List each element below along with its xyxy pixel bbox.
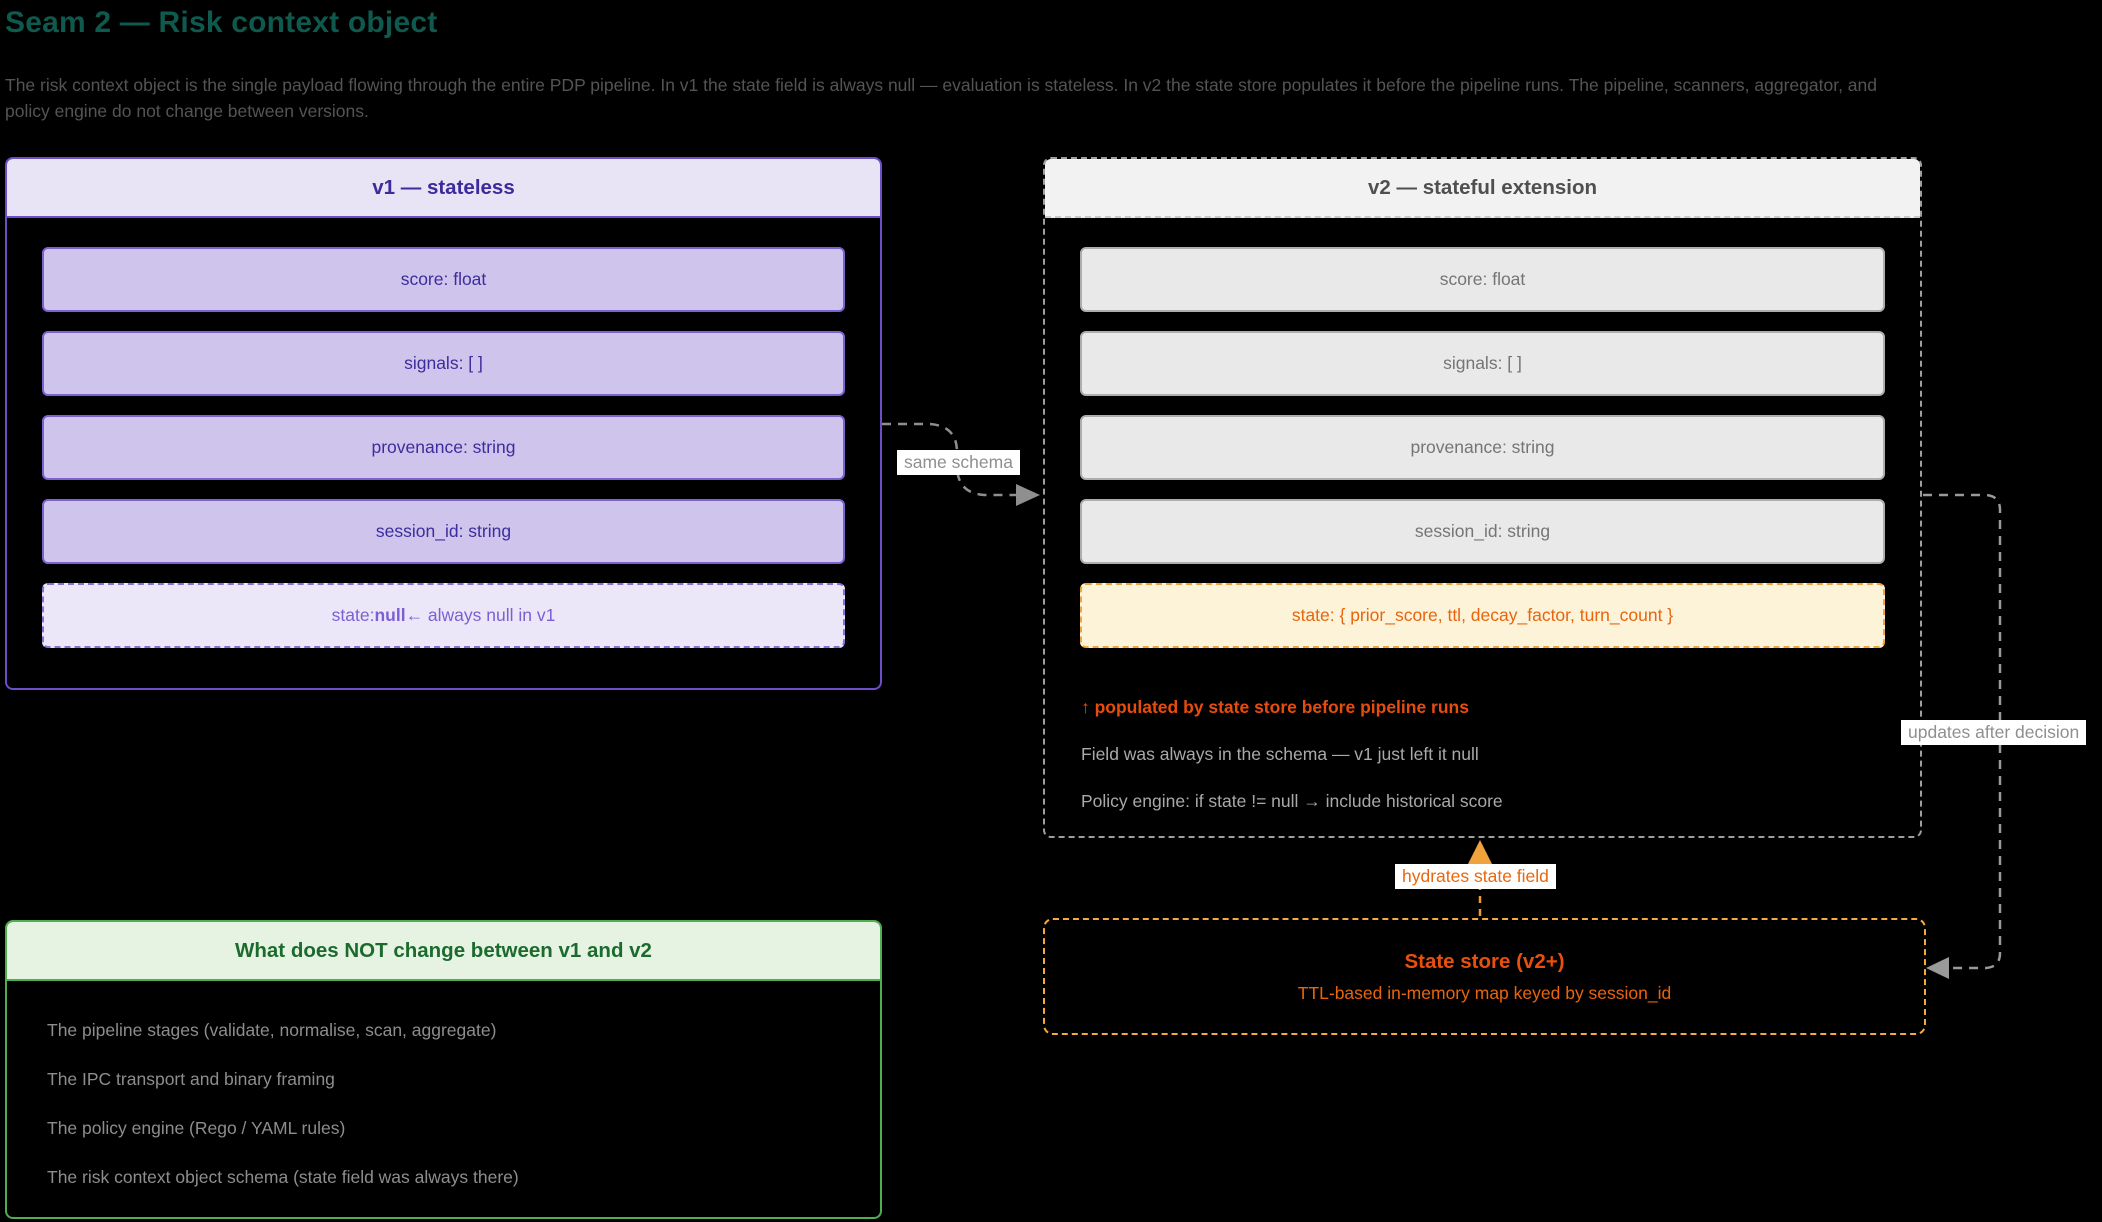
page-title: Seam 2 — Risk context object: [5, 6, 438, 39]
v1-state-prefix: state:: [331, 605, 375, 625]
state-store-title: State store (v2+): [1404, 949, 1565, 973]
v2-field-session-id: session_id: string: [1080, 499, 1885, 564]
v2-panel-title: v2 — stateful extension: [1368, 175, 1597, 199]
v2-note-schema: Field was always in the schema — v1 just…: [1081, 744, 1479, 764]
v1-panel-header: v1 — stateless: [7, 159, 880, 218]
unchanged-panel: What does NOT change between v1 and v2 T…: [5, 920, 882, 1219]
v2-field-provenance: provenance: string: [1080, 415, 1885, 480]
v1-field-provenance: provenance: string: [42, 415, 845, 480]
v1-state-note: ← always null in v1: [405, 605, 556, 625]
unchanged-item-list: The pipeline stages (validate, normalise…: [7, 981, 880, 1188]
v1-field-signals: signals: [ ]: [42, 331, 845, 396]
unchanged-panel-header: What does NOT change between v1 and v2: [7, 922, 880, 981]
v2-panel: v2 — stateful extension score: float sig…: [1043, 157, 1922, 838]
v1-field-session-id: session_id: string: [42, 499, 845, 564]
v1-field-state: state: null ← always null in v1: [42, 583, 845, 648]
state-store-panel: State store (v2+) TTL-based in-memory ma…: [1043, 918, 1926, 1035]
unchanged-item-ipc-transport: The IPC transport and binary framing: [47, 1069, 335, 1089]
unchanged-item-schema: The risk context object schema (state fi…: [47, 1167, 519, 1187]
unchanged-panel-title: What does NOT change between v1 and v2: [235, 938, 652, 962]
updates-after-decision-label: updates after decision: [1901, 720, 2087, 745]
v2-note-policy-engine: Policy engine: if state != null → includ…: [1081, 791, 1503, 811]
v1-state-null-value: null: [374, 605, 406, 625]
v2-field-list: score: float signals: [ ] provenance: st…: [1045, 218, 1920, 648]
v2-notes: ↑ populated by state store before pipeli…: [1045, 667, 1920, 812]
v1-panel-title: v1 — stateless: [372, 175, 515, 199]
hydrates-state-field-label: hydrates state field: [1395, 864, 1556, 889]
unchanged-item-pipeline-stages: The pipeline stages (validate, normalise…: [47, 1020, 497, 1040]
updates-after-decision-arrowhead: [1926, 957, 1949, 979]
state-store-subtitle: TTL-based in-memory map keyed by session…: [1297, 982, 1672, 1003]
v2-field-signals: signals: [ ]: [1080, 331, 1885, 396]
v1-field-score: score: float: [42, 247, 845, 312]
v2-field-state: state: { prior_score, ttl, decay_factor,…: [1080, 583, 1885, 648]
page-description: The risk context object is the single pa…: [5, 75, 1877, 121]
same-schema-arrowhead: [1016, 484, 1040, 506]
v2-panel-header: v2 — stateful extension: [1045, 159, 1920, 218]
v1-field-list: score: float signals: [ ] provenance: st…: [7, 218, 880, 648]
v1-panel: v1 — stateless score: float signals: [ ]…: [5, 157, 882, 690]
hydrates-state-field-arrowhead: [1468, 840, 1492, 864]
unchanged-item-policy-engine: The policy engine (Rego / YAML rules): [47, 1118, 346, 1138]
v2-field-score: score: float: [1080, 247, 1885, 312]
same-schema-label: same schema: [897, 450, 1020, 475]
v2-note-populated: ↑ populated by state store before pipeli…: [1081, 697, 1469, 717]
